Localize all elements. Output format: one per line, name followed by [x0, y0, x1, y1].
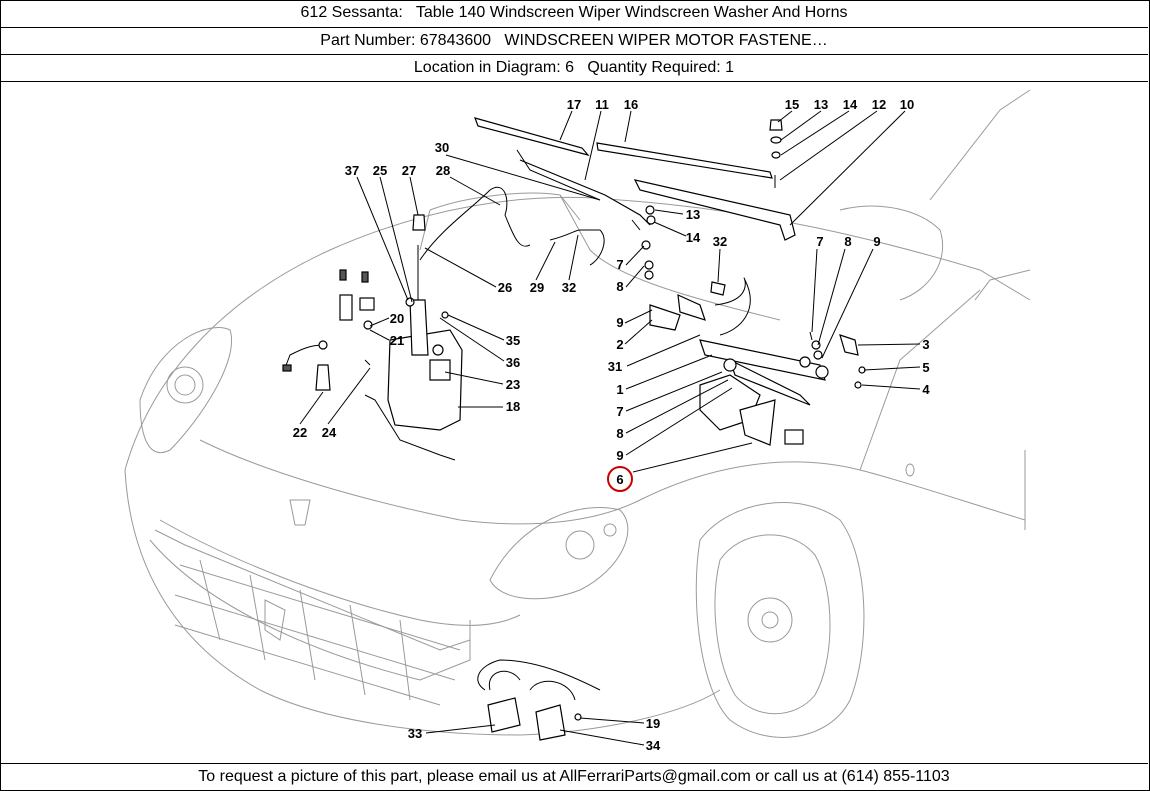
wiper-blades	[474, 117, 796, 241]
parts-diagram: 17 11 16 15 13 14 12 10 30 37 25 27 28 1…	[124, 89, 1031, 753]
callout-36: 36	[506, 355, 520, 370]
callout-8: 8	[844, 234, 851, 249]
callout-8-c: 8	[616, 426, 623, 441]
fasteners-top	[631, 119, 823, 360]
callout-17: 17	[567, 97, 581, 112]
callout-29: 29	[530, 280, 544, 295]
washer-pump	[282, 269, 375, 391]
footer-contact: To request a picture of this part, pleas…	[0, 763, 1148, 790]
callouts: 17 11 16 15 13 14 12 10 30 37 25 27 28 1…	[293, 97, 931, 753]
callout-7: 7	[816, 234, 823, 249]
callout-20: 20	[390, 311, 404, 326]
callout-30: 30	[435, 140, 449, 155]
callout-32-b: 32	[562, 280, 576, 295]
callout-28: 28	[436, 163, 450, 178]
callout-34: 34	[646, 738, 661, 753]
callout-26: 26	[498, 280, 512, 295]
wiper-linkage	[649, 277, 866, 446]
callout-11: 11	[595, 97, 609, 112]
callout-3: 3	[922, 337, 929, 352]
callout-33: 33	[408, 726, 422, 741]
callout-32: 32	[713, 234, 727, 249]
callout-23: 23	[506, 377, 520, 392]
callout-16: 16	[624, 97, 638, 112]
callout-19: 19	[646, 716, 660, 731]
callout-2: 2	[616, 337, 623, 352]
callout-13: 13	[814, 97, 828, 112]
callout-35: 35	[506, 333, 520, 348]
callout-14-b: 14	[686, 230, 701, 245]
callout-9-c: 9	[616, 448, 623, 463]
callout-13-b: 13	[686, 207, 700, 222]
part-number: Part Number: 67843600 WINDSCREEN WIPER M…	[0, 28, 1148, 55]
callout-5: 5	[922, 360, 929, 375]
callout-8-b: 8	[616, 279, 623, 294]
horns	[477, 659, 601, 741]
callout-7-b: 7	[616, 257, 623, 272]
callout-37: 37	[345, 163, 359, 178]
callout-18: 18	[506, 399, 520, 414]
callout-15: 15	[785, 97, 799, 112]
callout-6-highlighted: 6	[616, 472, 623, 487]
callout-7-c: 7	[616, 404, 623, 419]
callout-21: 21	[390, 333, 404, 348]
leader-lines	[299, 110, 921, 746]
callout-10: 10	[900, 97, 914, 112]
callout-4: 4	[922, 382, 930, 397]
callout-1: 1	[616, 382, 623, 397]
highlight-circle	[607, 466, 633, 492]
callout-12: 12	[872, 97, 886, 112]
callout-27: 27	[402, 163, 416, 178]
callout-24: 24	[322, 425, 337, 440]
callout-31: 31	[608, 359, 622, 374]
page-title: 612 Sessanta: Table 140 Windscreen Wiper…	[0, 0, 1148, 28]
callout-14: 14	[843, 97, 858, 112]
callout-9: 9	[873, 234, 880, 249]
car-outline	[124, 89, 1031, 738]
callout-22: 22	[293, 425, 307, 440]
location-info: Location in Diagram: 6 Quantity Required…	[0, 55, 1148, 82]
callout-25: 25	[373, 163, 387, 178]
callout-9-b: 9	[616, 315, 623, 330]
